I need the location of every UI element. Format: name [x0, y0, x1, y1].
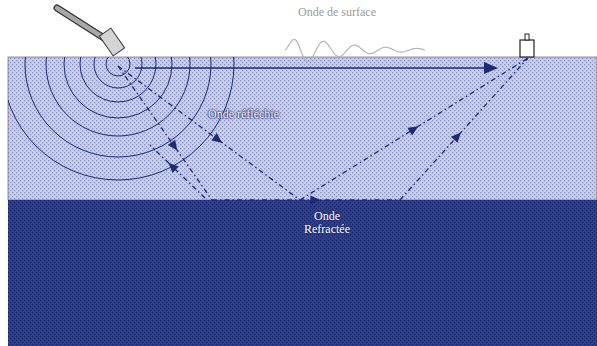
wavefront-arc	[80, 57, 156, 102]
ray-line	[212, 199, 400, 200]
arrowhead	[168, 163, 178, 173]
surface-arrow	[135, 67, 486, 69]
ray-line	[300, 58, 528, 200]
arrowhead	[407, 126, 418, 135]
arrowhead	[211, 133, 222, 143]
surface-wave-trace	[285, 39, 425, 61]
wavefront-arc	[46, 57, 190, 136]
wave-label: Onde de surface	[296, 6, 378, 19]
wave-label: Onde Refractée	[296, 210, 358, 236]
wavefront-arc	[8, 57, 234, 180]
hammer	[57, 8, 125, 56]
ray-line	[118, 66, 212, 200]
ray-line	[118, 66, 300, 200]
arrowhead	[484, 62, 498, 74]
wavefronts	[8, 57, 234, 180]
geophone	[520, 34, 534, 57]
wave-label: Onde réfléchie	[206, 108, 281, 121]
ray-line	[150, 145, 205, 198]
upper-layer	[8, 57, 597, 200]
arrowhead	[310, 196, 320, 205]
ray-paths	[118, 58, 528, 205]
ray-line	[400, 58, 528, 200]
arrowhead	[451, 132, 461, 142]
wavefront-arc	[25, 57, 211, 157]
wavefront-arc	[94, 57, 142, 88]
lower-layer	[8, 200, 597, 346]
arrowhead	[168, 140, 178, 151]
